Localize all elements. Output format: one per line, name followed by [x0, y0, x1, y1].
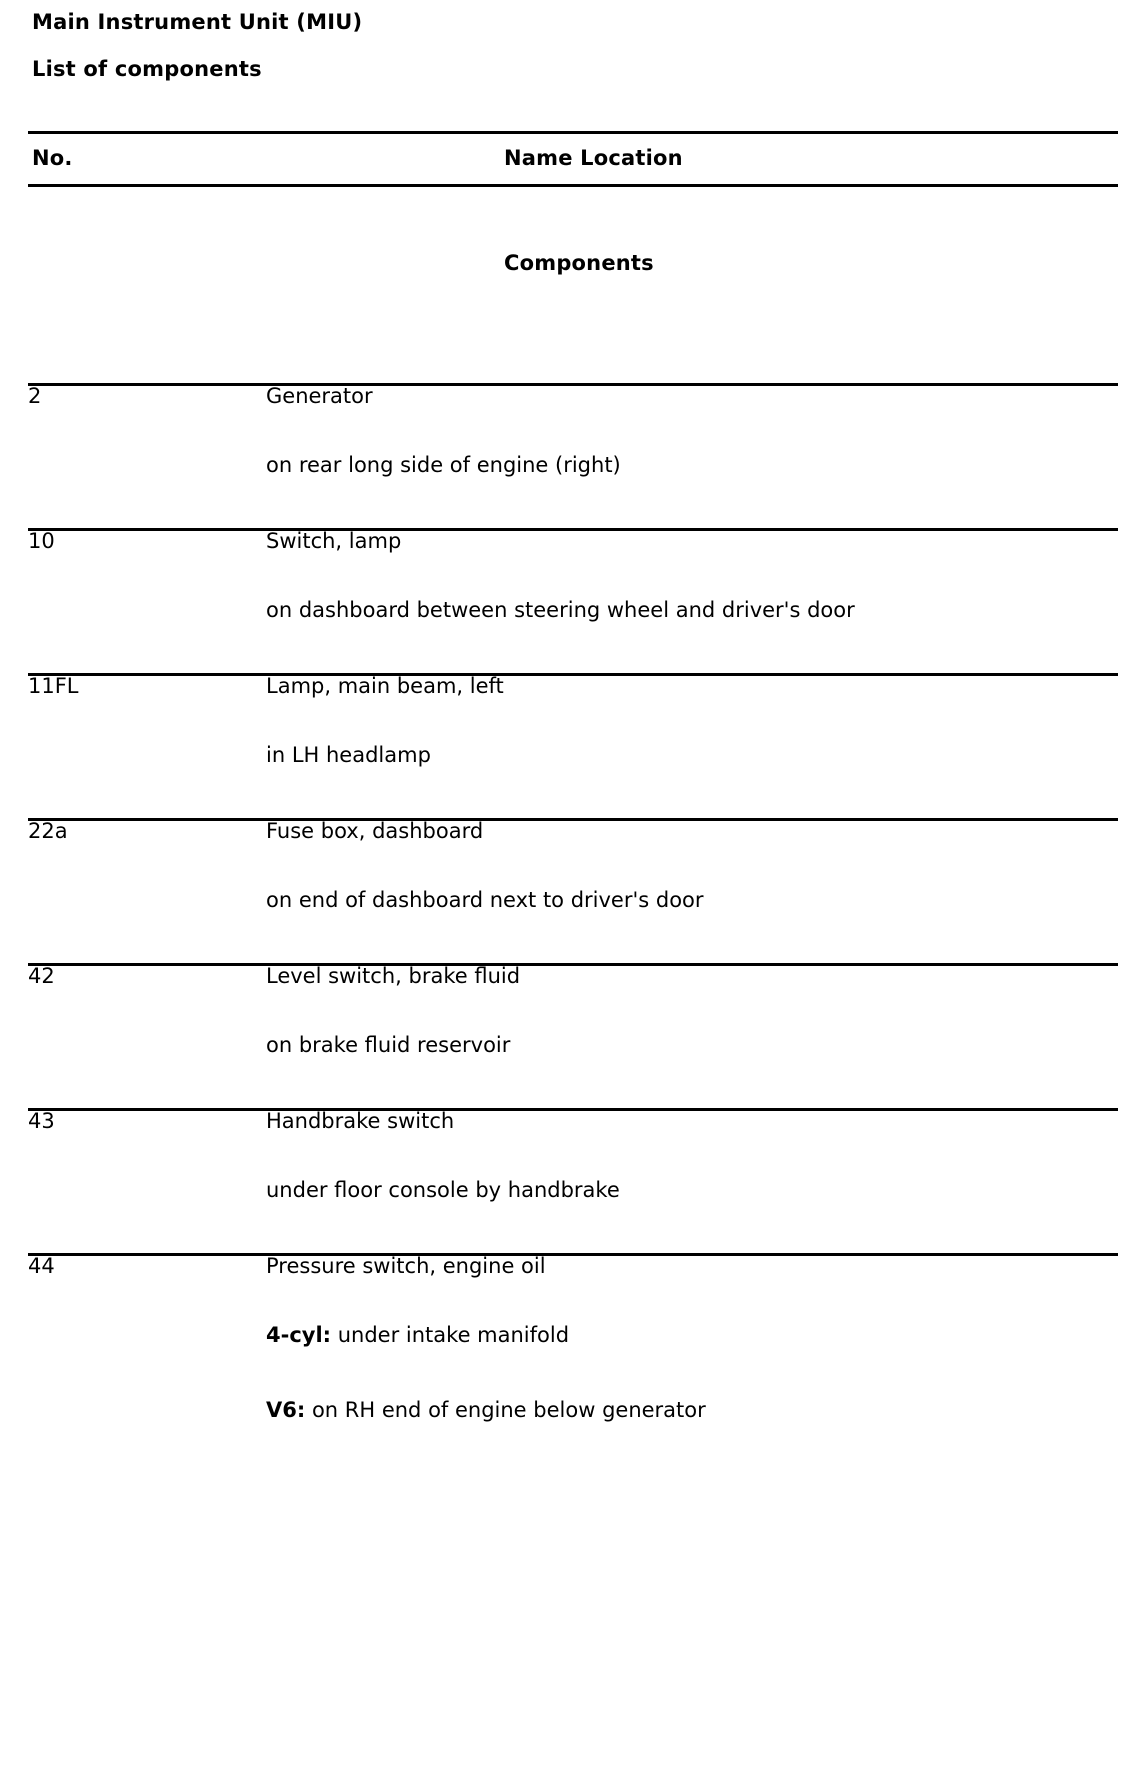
location-text: in LH headlamp: [266, 743, 431, 767]
location-prefix: V6:: [266, 1398, 306, 1422]
table-row: 10 Switch, lamp on dashboard between ste…: [28, 529, 1118, 676]
component-location: 4-cyl: under intake manifold: [266, 1325, 1118, 1346]
row-name-location: Handbrake switch under floor console by …: [266, 1109, 1118, 1256]
row-name-location: Pressure switch, engine oil 4-cyl: under…: [266, 1255, 1118, 1474]
row-number: 22a: [28, 819, 266, 966]
components-table: No. Name Location Components 2 Generator…: [28, 131, 1118, 1473]
component-location: in LH headlamp: [266, 745, 1118, 766]
location-text: on brake fluid reservoir: [266, 1033, 511, 1057]
table-section-row: Components: [28, 185, 1118, 386]
row-number: 2: [28, 384, 266, 531]
document-header: Main Instrument Unit (MIU) List of compo…: [32, 12, 1122, 80]
component-name: Fuse box, dashboard: [266, 819, 484, 843]
components-table-body: No. Name Location Components 2 Generator…: [28, 131, 1118, 1474]
component-name: Switch, lamp: [266, 529, 402, 553]
component-location: on rear long side of engine (right): [266, 455, 1118, 476]
row-number: 10: [28, 529, 266, 676]
row-name-location: Level switch, brake fluid on brake fluid…: [266, 964, 1118, 1111]
row-name-location: Generator on rear long side of engine (r…: [266, 384, 1118, 531]
column-header-name-location: Name Location: [266, 131, 1118, 187]
section-name-cell: Components: [266, 185, 1118, 386]
component-name: Lamp, main beam, left: [266, 674, 504, 698]
table-header-row: No. Name Location: [28, 131, 1118, 187]
location-text: under floor console by handbrake: [266, 1178, 620, 1202]
component-name: Handbrake switch: [266, 1109, 455, 1133]
row-number: 43: [28, 1109, 266, 1256]
component-location: under floor console by handbrake: [266, 1180, 1118, 1201]
section-label-components: Components: [504, 251, 654, 275]
table-row: 22a Fuse box, dashboard on end of dashbo…: [28, 819, 1118, 966]
table-row: 44 Pressure switch, engine oil 4-cyl: un…: [28, 1255, 1118, 1474]
document-subtitle: List of components: [32, 57, 262, 81]
component-location: on brake fluid reservoir: [266, 1035, 1118, 1056]
section-no-cell: [28, 185, 266, 386]
location-text: on RH end of engine below generator: [305, 1398, 706, 1422]
table-row: 42 Level switch, brake fluid on brake fl…: [28, 964, 1118, 1111]
component-name: Pressure switch, engine oil: [266, 1254, 546, 1278]
location-text: on end of dashboard next to driver's doo…: [266, 888, 704, 912]
component-name: Level switch, brake fluid: [266, 964, 521, 988]
row-name-location: Lamp, main beam, left in LH headlamp: [266, 674, 1118, 821]
row-number: 42: [28, 964, 266, 1111]
document-title: Main Instrument Unit (MIU): [32, 10, 363, 34]
row-number: 11FL: [28, 674, 266, 821]
row-number: 44: [28, 1254, 55, 1278]
table-row: 2 Generator on rear long side of engine …: [28, 384, 1118, 531]
table-row: 11FL Lamp, main beam, left in LH headlam…: [28, 674, 1118, 821]
component-location: on dashboard between steering wheel and …: [266, 600, 1118, 621]
row-name-location: Fuse box, dashboard on end of dashboard …: [266, 819, 1118, 966]
location-text: on rear long side of engine (right): [266, 453, 621, 477]
column-header-no: No.: [28, 131, 266, 187]
row-name-location: Switch, lamp on dashboard between steeri…: [266, 529, 1118, 676]
table-row: 43 Handbrake switch under floor console …: [28, 1109, 1118, 1256]
component-name: Generator: [266, 384, 373, 408]
component-location: V6: on RH end of engine below generator: [266, 1400, 1118, 1421]
component-location: on end of dashboard next to driver's doo…: [266, 890, 1118, 911]
location-prefix: 4-cyl:: [266, 1323, 332, 1347]
location-text: on dashboard between steering wheel and …: [266, 598, 855, 622]
location-text: under intake manifold: [331, 1323, 570, 1347]
